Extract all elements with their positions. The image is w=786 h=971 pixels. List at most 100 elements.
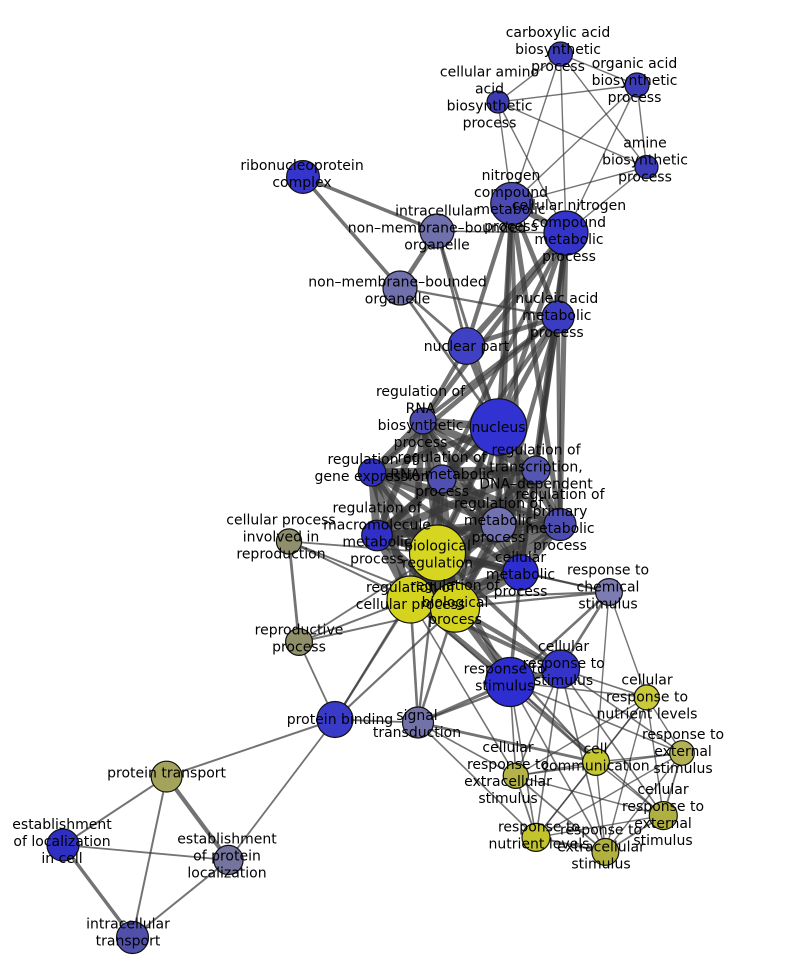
node-label-line: gene expression xyxy=(315,469,430,485)
node-label-line: stimulus xyxy=(653,761,712,777)
edge-cellular-nitrogen-compound-metabolic-process--regulation-of-primary-metabolic-process xyxy=(557,232,569,525)
node-cellular-process-involved-in-reproduction xyxy=(275,528,303,555)
node-label-line: communication xyxy=(541,759,649,775)
node-non-membrane-bounded-organelle xyxy=(382,270,418,306)
edge-organic-acid-biosynthetic-process--amine-biosynthetic-process xyxy=(636,84,648,168)
edge-organic-acid-biosynthetic-process--cellular-amino-acid-biosynthetic-process xyxy=(497,84,638,103)
node-cellular-response-to-extracellular-stimulus xyxy=(502,762,529,790)
node-label-line: protein transport xyxy=(107,766,226,782)
node-label-line: acid xyxy=(475,82,504,98)
node-label-line: macromolecule xyxy=(323,518,431,534)
node-label-line: stimulus xyxy=(571,857,630,873)
node-nucleus xyxy=(469,398,528,456)
node-label-line: establishment xyxy=(177,832,277,848)
node-reproductive-process xyxy=(285,627,314,656)
edge-protein-transport--establishment-of-localization-in-cell xyxy=(62,775,168,846)
edge-establishment-of-localization-in-cell--intracellular-transport xyxy=(61,843,134,939)
node-label-line: cellular xyxy=(495,550,546,566)
node-label-line: metabolic xyxy=(342,535,411,551)
node-cellular-amino-acid-biosynthetic-process xyxy=(486,90,510,114)
edge-nitrogen-compound-metabolic-process--regulation-of-metabolic-process xyxy=(495,203,515,525)
node-label-line: regulation of xyxy=(515,487,605,503)
node-label-line: primary xyxy=(533,504,588,520)
node-label-protein-transport: protein transport xyxy=(107,766,226,782)
edge-regulation-of-biological-process--response-to-chemical-stimulus xyxy=(454,590,610,609)
edge-nucleic-acid-metabolic-process--regulation-of-transcription-dna-dependent xyxy=(533,316,561,471)
edge-cellular-response-to-extracellular-stimulus--cellular-response-to-external-stimulus xyxy=(515,775,664,817)
edge-nucleic-acid-metabolic-process--regulation-of-gene-expression xyxy=(370,315,560,475)
node-label-line: extracellular xyxy=(464,774,552,790)
node-label-line: biosynthetic xyxy=(592,73,678,89)
node-label-line: regulation of xyxy=(376,384,466,400)
node-label-line: metabolic xyxy=(464,513,533,529)
node-label-line: stimulus xyxy=(534,673,593,689)
edge-nucleic-acid-metabolic-process--regulation-of-metabolic-process xyxy=(496,316,561,526)
node-regulation-of-rna-biosynthetic-process xyxy=(409,407,437,435)
node-label-line: process xyxy=(428,612,482,628)
node-nuclear-part xyxy=(447,327,486,365)
node-label-line: cellular xyxy=(637,782,688,798)
node-label-line: response to xyxy=(467,757,549,773)
node-label-line: intracellular xyxy=(395,204,479,220)
node-label-line: chemical xyxy=(577,580,640,596)
node-response-to-external-stimulus xyxy=(669,740,695,766)
edge-protein-transport--intracellular-transport xyxy=(131,776,168,938)
node-label-line: biological xyxy=(404,539,471,555)
node-label-line: process xyxy=(494,584,548,600)
edge-cellular-response-to-nutrient-levels--response-to-extracellular-stimulus xyxy=(604,697,648,853)
node-label-line: transcription, xyxy=(489,460,583,476)
node-label-line: response to xyxy=(622,799,704,815)
node-label-line: response to xyxy=(606,690,688,706)
node-regulation-of-macromolecule-metabolic-process xyxy=(361,519,393,552)
node-label-line: external xyxy=(654,744,712,760)
node-label-line: nucleic acid xyxy=(515,291,598,307)
node-cellular-metabolic-process xyxy=(502,554,539,591)
node-regulation-of-metabolic-process xyxy=(480,506,517,543)
node-label-line: cellular nitrogen xyxy=(512,198,626,214)
node-response-to-stimulus xyxy=(484,656,536,708)
edge-regulation-of-gene-expression--cellular-metabolic-process xyxy=(370,470,522,575)
node-label-line: biological xyxy=(422,595,489,611)
node-label-line: metabolic xyxy=(476,202,545,218)
node-label-line: stimulus xyxy=(475,679,534,695)
edge-response-to-external-stimulus--response-to-extracellular-stimulus xyxy=(604,752,683,853)
node-label-line: transduction xyxy=(373,725,461,741)
edge-signal-transduction--response-to-nutrient-levels xyxy=(417,721,537,838)
node-label-line: reproductive xyxy=(255,623,344,639)
node-carboxylic-acid-biosynthetic-process xyxy=(547,41,574,67)
edge-response-to-stimulus--cellular-response-to-external-stimulus xyxy=(509,681,664,817)
node-label-line: external xyxy=(634,816,692,832)
node-label-line: nutrient levels xyxy=(597,707,698,723)
edge-cellular-response-to-nutrient-levels--cellular-response-to-extracellular-stimulus xyxy=(515,696,648,777)
node-label-line: compound xyxy=(474,185,548,201)
node-label-line: stimulus xyxy=(478,791,537,807)
node-protein-transport xyxy=(150,760,183,793)
node-label-line: process xyxy=(484,219,538,235)
edge-response-to-chemical-stimulus--cellular-response-to-nutrient-levels xyxy=(608,591,648,698)
node-establishment-of-protein-localization xyxy=(213,844,244,876)
node-label-line: cellular xyxy=(621,673,672,689)
node-cellular-nitrogen-compound-metabolic-process xyxy=(543,210,589,256)
edge-establishment-of-protein-localization--intracellular-transport xyxy=(131,859,230,939)
node-label-line: process xyxy=(618,170,672,186)
edge-signal-transduction--cell-communication xyxy=(417,721,597,764)
node-label-line: nucleus xyxy=(471,420,525,436)
node-label-line: regulation of xyxy=(491,443,581,459)
node-label-line: biosynthetic xyxy=(447,99,533,115)
node-label-line: response to xyxy=(567,563,649,579)
edge-regulation-of-biological-process--protein-binding xyxy=(334,606,456,721)
edge-nitrogen-compound-metabolic-process--regulation-of-primary-metabolic-process xyxy=(509,203,563,525)
